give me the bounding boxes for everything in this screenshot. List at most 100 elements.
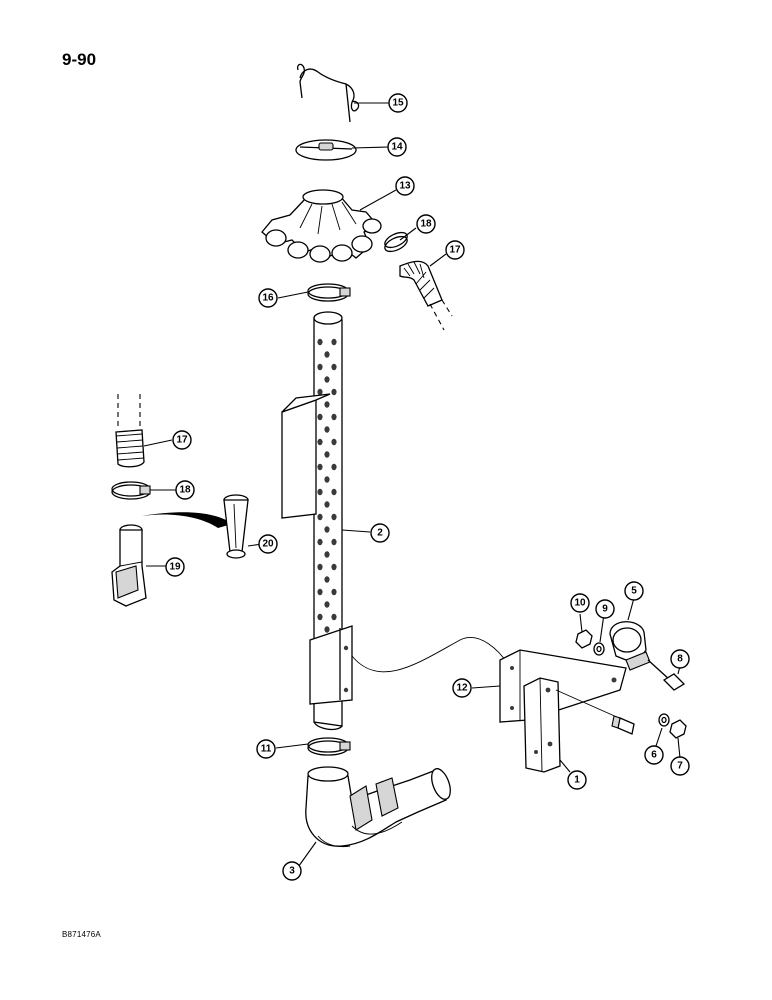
hex-nut-lower	[669, 719, 687, 739]
hose-clamp-right	[384, 231, 408, 253]
perforation-hole	[324, 576, 330, 583]
cable	[351, 637, 509, 673]
svg-text:17: 17	[449, 245, 461, 256]
callout-19: 19	[165, 557, 185, 577]
svg-text:17: 17	[176, 435, 188, 446]
perforation-hole	[317, 588, 323, 596]
lower-bracket	[309, 625, 353, 705]
svg-text:18: 18	[179, 485, 191, 496]
hose-clamp-left	[111, 481, 151, 500]
leader-lines	[143, 102, 681, 871]
hose-clamp-top	[307, 283, 351, 302]
callout-10: 10	[570, 593, 590, 613]
svg-text:12: 12	[456, 683, 468, 694]
callout-7: 7	[670, 756, 690, 776]
flex-hose-right	[399, 260, 453, 331]
perforated-tube	[313, 311, 343, 731]
support-plate	[523, 677, 561, 773]
perforation-hole	[324, 401, 330, 408]
spring-clip	[296, 63, 360, 123]
svg-text:10: 10	[574, 598, 586, 609]
svg-text:7: 7	[677, 761, 683, 772]
perforation-hole	[317, 613, 323, 621]
perforation-hole	[317, 563, 323, 571]
callout-9: 9	[595, 599, 615, 619]
callout-6: 6	[644, 745, 664, 765]
callout-17-left: 17	[172, 430, 192, 450]
perforation-hole	[317, 438, 323, 446]
mounting-clamp	[609, 621, 651, 671]
svg-text:14: 14	[391, 142, 403, 153]
clamp-bolt	[647, 659, 686, 691]
perforation-hole	[324, 476, 330, 483]
callout-17-right: 17	[445, 240, 465, 260]
perforation-hole	[331, 488, 337, 496]
perforation-hole	[324, 451, 330, 458]
perforation-hole	[324, 551, 330, 558]
svg-text:6: 6	[651, 750, 657, 761]
washer	[593, 642, 605, 656]
svg-text:8: 8	[677, 654, 683, 665]
perforation-hole	[331, 513, 337, 521]
perforation-hole	[317, 463, 323, 471]
callout-12: 12	[452, 678, 472, 698]
svg-text:20: 20	[262, 539, 274, 550]
callout-18-right: 18	[416, 214, 436, 234]
svg-text:1: 1	[574, 775, 580, 786]
hose-adapter	[111, 524, 147, 607]
svg-text:9: 9	[602, 604, 608, 615]
svg-text:13: 13	[399, 181, 411, 192]
perforation-hole	[317, 388, 323, 396]
callout-11: 11	[256, 739, 276, 759]
callout-1: 1	[567, 770, 587, 790]
callout-18-left: 18	[175, 480, 195, 500]
bracket-bolt	[555, 689, 635, 735]
perforation-hole	[317, 338, 323, 346]
flex-hose-left	[115, 394, 145, 468]
callout-3: 3	[282, 861, 302, 881]
perforation-hole	[324, 526, 330, 533]
svg-text:2: 2	[377, 528, 383, 539]
hex-nut-upper	[575, 629, 593, 649]
perforation-hole	[324, 501, 330, 508]
perforation-hole	[324, 376, 330, 383]
svg-text:19: 19	[169, 562, 181, 573]
callout-8: 8	[670, 649, 690, 669]
callout-20: 20	[258, 534, 278, 554]
mounting-bracket	[499, 649, 627, 723]
tube-holes	[317, 338, 337, 633]
perforation-hole	[317, 513, 323, 521]
direction-arrow	[142, 512, 232, 528]
perforation-hole	[331, 363, 337, 371]
hose-clamp-bottom	[307, 737, 351, 756]
callout-15: 15	[388, 93, 408, 113]
perforation-hole	[331, 613, 337, 621]
perforation-hole	[331, 388, 337, 396]
callout-14: 14	[387, 137, 407, 157]
svg-text:18: 18	[420, 219, 432, 230]
callout-2: 2	[370, 523, 390, 543]
perforation-hole	[324, 601, 330, 608]
perforation-hole	[331, 338, 337, 346]
upper-bracket	[281, 393, 331, 519]
callout-5: 5	[624, 581, 644, 601]
perforation-hole	[331, 538, 337, 546]
svg-text:3: 3	[289, 866, 295, 877]
perforation-hole	[324, 351, 330, 358]
perforation-hole	[331, 588, 337, 596]
distributor-head	[261, 189, 382, 263]
perforation-hole	[317, 488, 323, 496]
svg-text:11: 11	[261, 744, 272, 755]
nozzle-insert	[223, 494, 249, 559]
svg-text:5: 5	[631, 586, 637, 597]
perforation-hole	[324, 626, 330, 633]
perforation-hole	[317, 363, 323, 371]
figure-reference: B871476A	[62, 930, 101, 939]
washer-lower	[658, 713, 670, 727]
perforation-hole	[331, 563, 337, 571]
perforation-hole	[317, 413, 323, 421]
callout-13: 13	[395, 176, 415, 196]
perforation-hole	[324, 426, 330, 433]
svg-text:15: 15	[392, 98, 404, 109]
